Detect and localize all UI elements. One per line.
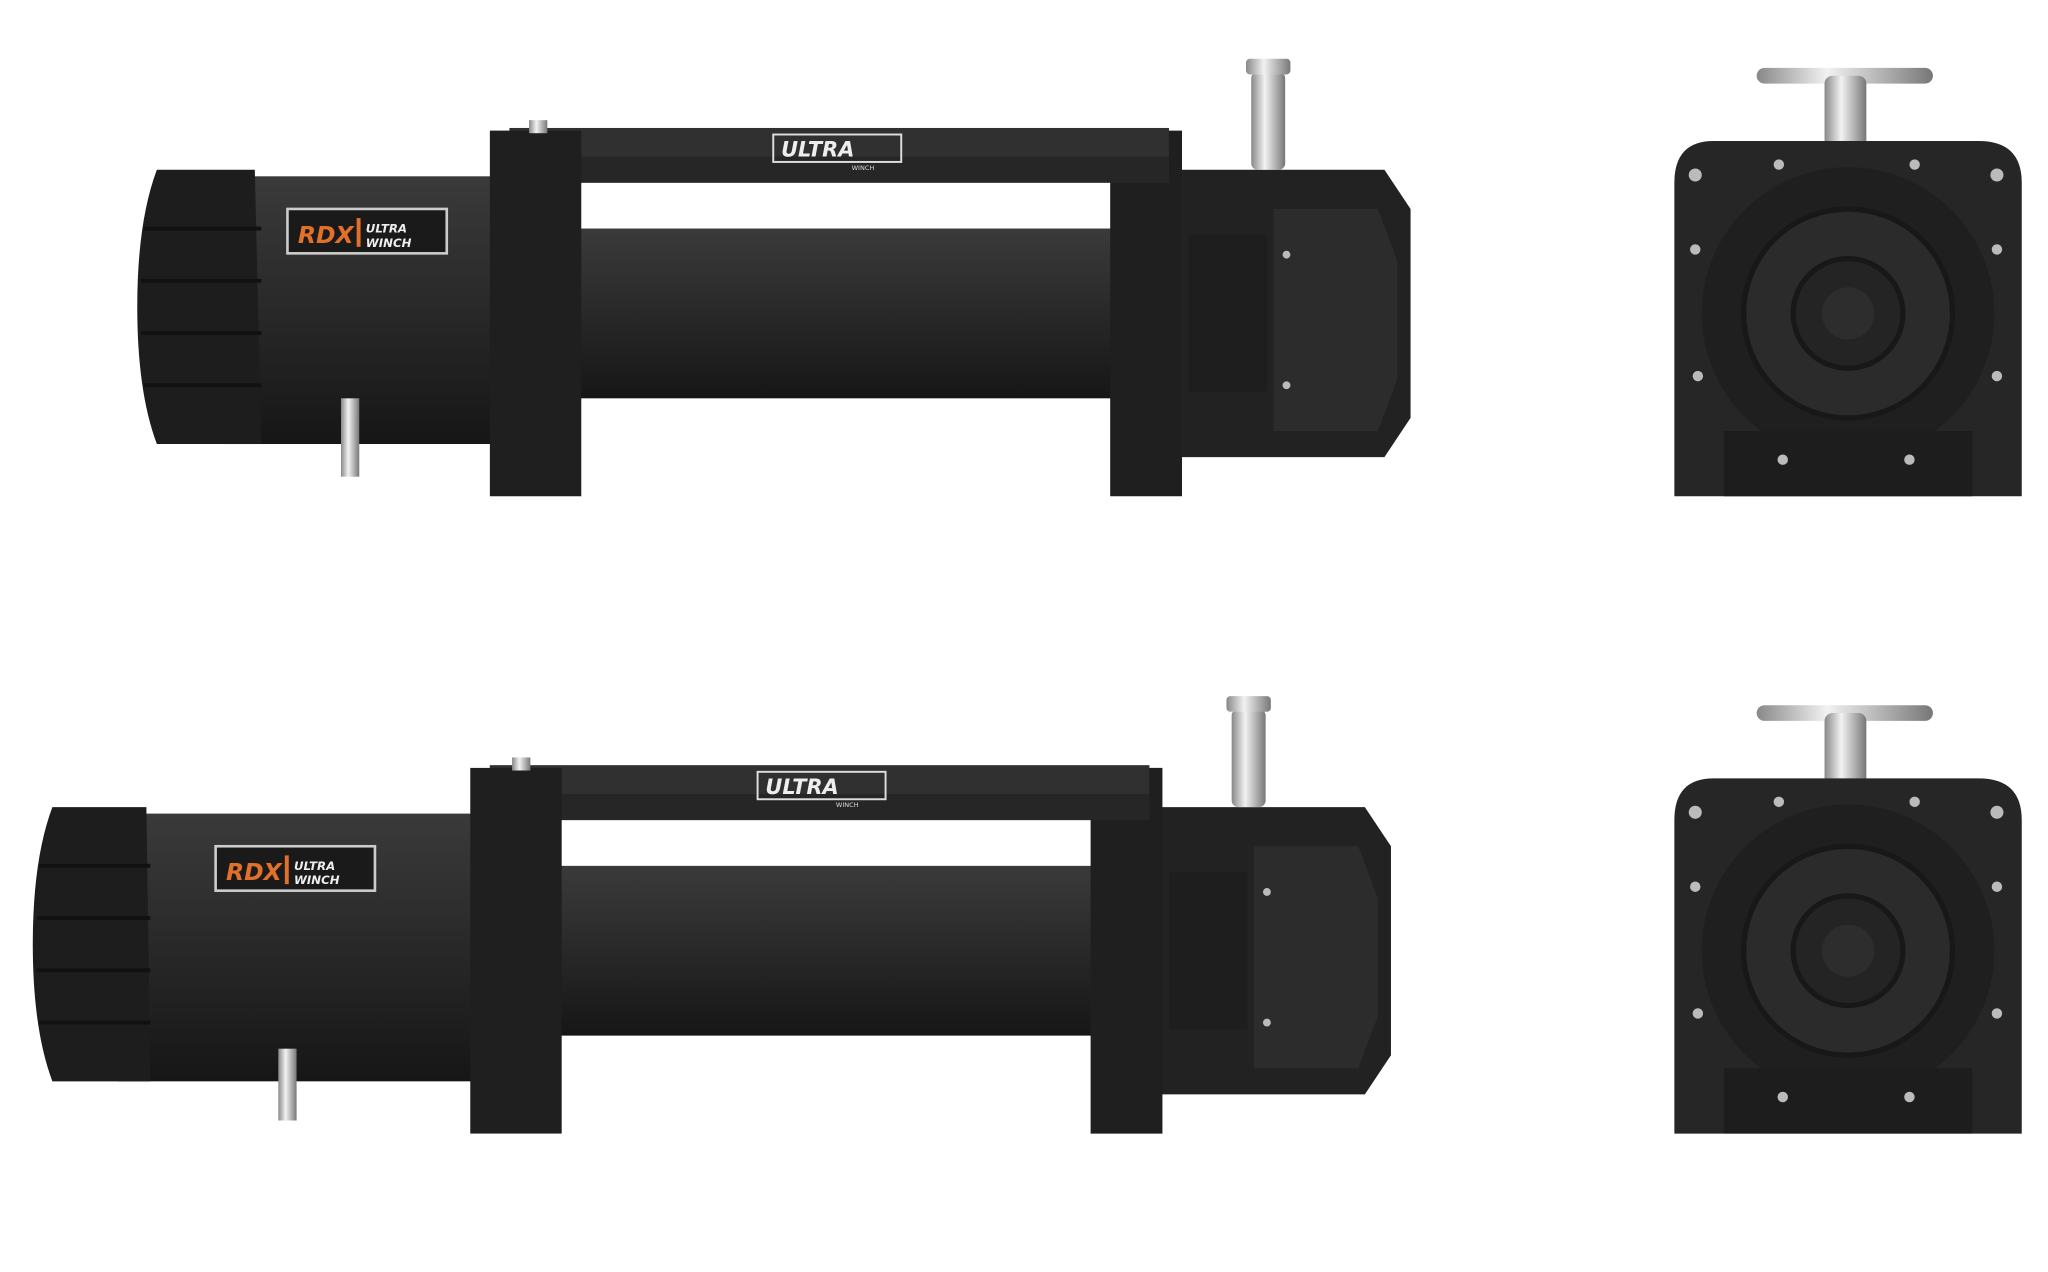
terminal-bolt (340, 398, 360, 477)
motor-end-cap (137, 169, 262, 445)
winch-end-view-top (1674, 68, 2021, 496)
svg-text:ULTRA: ULTRA (765, 775, 838, 799)
winch-end-view-bottom (1674, 705, 2021, 1133)
rdx-logo: RDX ULTRA WINCH (214, 844, 377, 892)
motor-end-cap (32, 807, 151, 1082)
svg-text:ULTRA: ULTRA (366, 221, 407, 235)
svg-text:RDX: RDX (226, 858, 284, 886)
ultra-bar-logo: ULTRA WINCH (772, 133, 903, 172)
svg-text:ULTRA: ULTRA (294, 859, 335, 873)
left-bracket (470, 767, 562, 1134)
svg-text:WINCH: WINCH (294, 873, 340, 887)
terminal-bolt (278, 1048, 297, 1121)
svg-text:WINCH: WINCH (366, 236, 412, 250)
rdx-logo: RDX ULTRA WINCH (286, 207, 449, 255)
svg-text:RDX: RDX (298, 221, 356, 249)
svg-text:ULTRA: ULTRA (781, 138, 854, 162)
left-bracket (489, 130, 582, 497)
winch-side-view-bottom: RDX ULTRA WINCH ULTRA WINCH (32, 696, 1391, 1134)
ultra-bar-logo: ULTRA WINCH (756, 770, 887, 809)
svg-text:WINCH: WINCH (852, 164, 875, 172)
svg-text:WINCH: WINCH (836, 801, 859, 809)
winch-side-view-top: RDX ULTRA WINCH ULTRA WINCH (137, 58, 1411, 497)
